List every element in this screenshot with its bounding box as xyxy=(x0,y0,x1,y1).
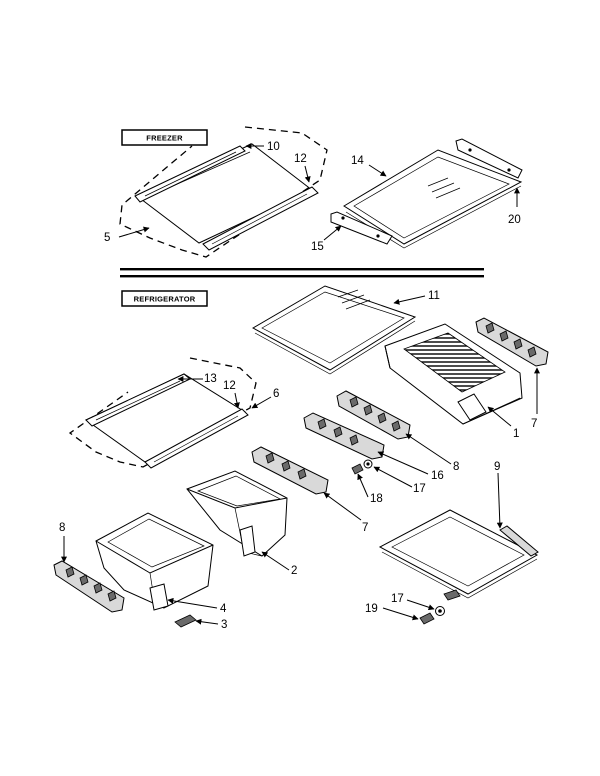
callout-9: 9 xyxy=(494,461,500,473)
rail-bushing-and-screw xyxy=(351,459,373,475)
section-divider xyxy=(120,268,484,278)
refrigerator-shelf-rear-trim xyxy=(85,373,191,427)
crisper-slide-rail-upper xyxy=(475,317,549,367)
callout-1: 1 xyxy=(513,428,519,440)
callout-20: 20 xyxy=(508,214,521,226)
callout-2: 2 xyxy=(291,565,297,577)
callout-3: 3 xyxy=(221,619,227,631)
freezer-glass-shelf-left-support xyxy=(330,211,393,245)
cover-bushing-and-screw xyxy=(419,606,445,625)
callout-10: 10 xyxy=(267,141,280,153)
crisper-cover xyxy=(378,509,539,601)
freezer-section: FREEZER xyxy=(119,126,523,258)
callout-4: 4 xyxy=(220,603,227,615)
callout-12-freezer: 12 xyxy=(294,153,307,165)
callout-15: 15 xyxy=(311,241,324,253)
drawer-clip xyxy=(174,614,197,628)
refrigerator-glass-shelf xyxy=(251,285,417,375)
callout-13: 13 xyxy=(204,373,217,385)
callout-12-refrigerator: 12 xyxy=(223,380,236,392)
freezer-shelf-front-trim xyxy=(202,186,319,251)
crisper-pan xyxy=(384,323,523,425)
refrigerator-shelf-front-trim xyxy=(144,408,249,469)
refrigerator-section-label: REFRIGERATOR xyxy=(121,290,208,307)
freezer-shelf-rear-trim xyxy=(134,145,246,203)
callout-18: 18 xyxy=(370,493,383,505)
callout-19: 19 xyxy=(365,603,378,615)
callout-5: 5 xyxy=(104,232,110,244)
callout-8-upper: 8 xyxy=(453,461,459,473)
refrigerator-wire-shelf xyxy=(68,357,257,468)
callouts: 10 12 5 14 15 20 11 7 1 13 12 6 16 8 17 … xyxy=(59,141,540,631)
callout-8-lower: 8 xyxy=(59,522,65,534)
callout-11: 11 xyxy=(428,290,440,302)
callout-6: 6 xyxy=(273,388,279,400)
freezer-section-label: FREEZER xyxy=(121,129,208,146)
crisper-rail-lower xyxy=(303,412,385,460)
svg-text:REFRIGERATOR: REFRIGERATOR xyxy=(134,295,196,304)
callout-17-lower: 17 xyxy=(391,593,404,605)
callout-14: 14 xyxy=(351,155,364,167)
refrigerator-section: REFRIGERATOR xyxy=(53,285,549,628)
svg-text:FREEZER: FREEZER xyxy=(146,134,183,143)
deli-drawer-left xyxy=(95,512,214,611)
deli-drawer-right xyxy=(186,470,288,557)
callout-16: 16 xyxy=(431,470,444,482)
callout-17-upper: 17 xyxy=(413,483,426,495)
callout-7-upper: 7 xyxy=(531,418,537,430)
freezer-glass-shelf-right-support xyxy=(455,138,523,179)
callout-7-lower: 7 xyxy=(362,522,368,534)
crisper-slide-rail-lower xyxy=(251,446,329,495)
